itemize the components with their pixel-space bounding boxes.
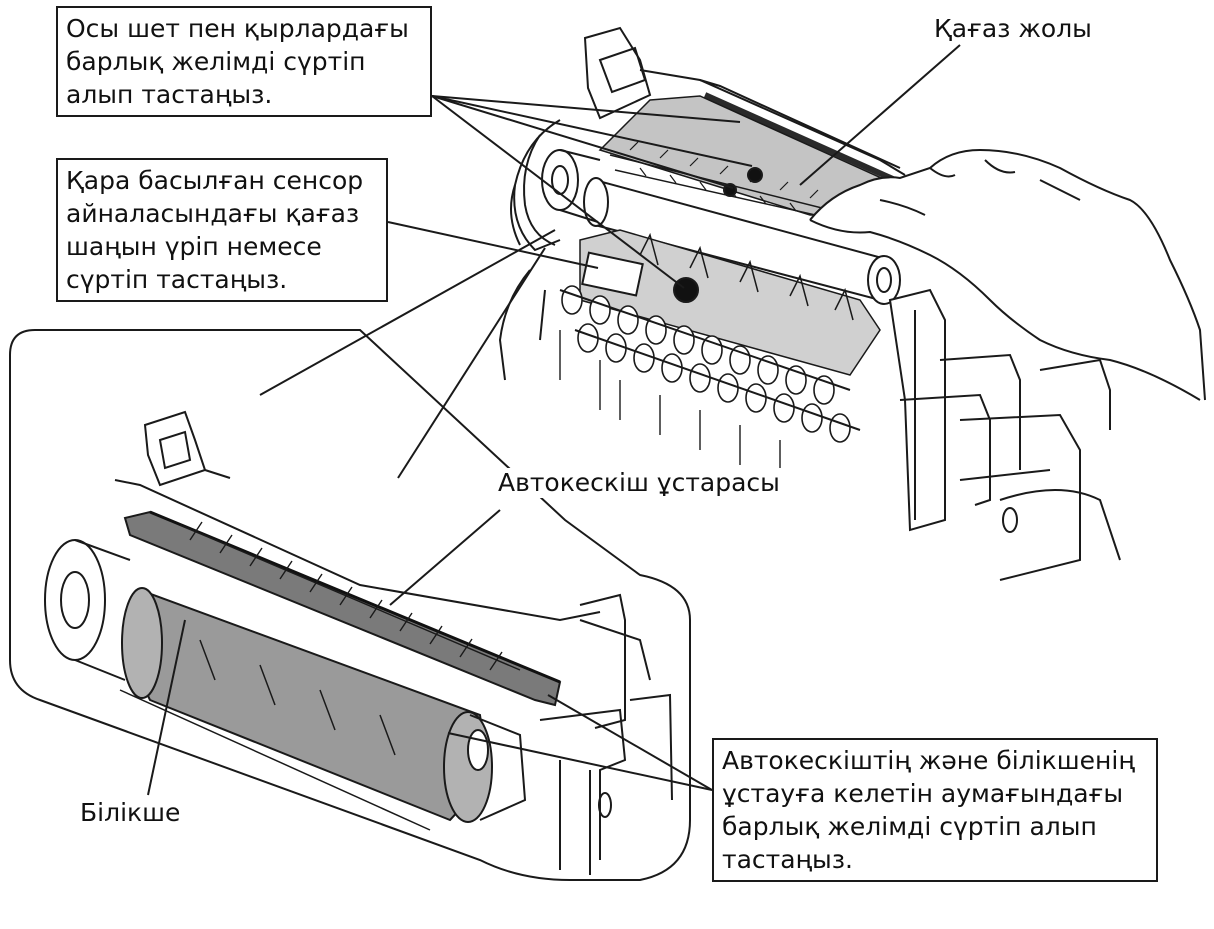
callout-line: ұстауға келетін аумағындағы bbox=[722, 777, 1148, 810]
callout-wipe-glue-edges: Осы шет пен қырлардағы барлық желімді сү… bbox=[56, 6, 432, 117]
callout-sensor-dust: Қара басылған сенсор айналасындағы қағаз… bbox=[56, 158, 388, 302]
callout-line: барлық желімді сүртіп алып bbox=[722, 810, 1148, 843]
callout-line: сүртіп тастаңыз. bbox=[66, 263, 378, 296]
callout-line: Автокескіштің және білікшенің bbox=[722, 744, 1148, 777]
callout-line: шаңын үріп немесе bbox=[66, 230, 378, 263]
callout-line: айналасындағы қағаз bbox=[66, 197, 378, 230]
callout-holder-glue: Автокескіштің және білікшенің ұстауға ке… bbox=[712, 738, 1158, 882]
callout-line: Қара басылған сенсор bbox=[66, 164, 378, 197]
callout-line: Осы шет пен қырлардағы bbox=[66, 12, 422, 45]
callout-line: тастаңыз. bbox=[722, 843, 1148, 876]
callout-line: алып тастаңыз. bbox=[66, 78, 422, 111]
label-paper-path: Қағаз жолы bbox=[932, 14, 1094, 44]
callout-line: барлық желімді сүртіп bbox=[66, 45, 422, 78]
label-cutter-blade: Автокескіш ұстарасы bbox=[496, 468, 782, 498]
label-roller: Білікше bbox=[78, 798, 182, 828]
